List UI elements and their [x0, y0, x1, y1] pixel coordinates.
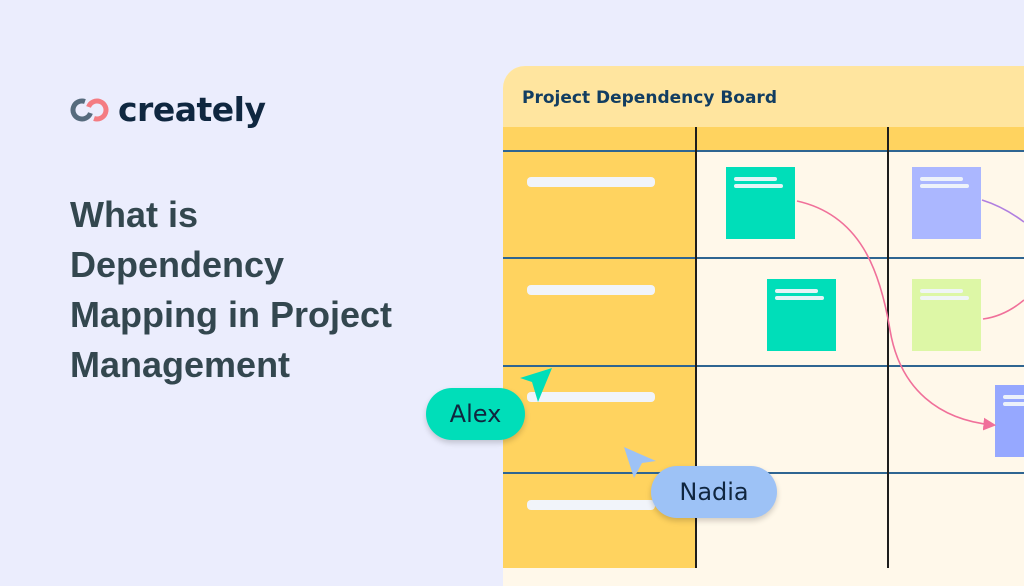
brand-name: creately: [118, 90, 266, 129]
collaborator-name: Nadia: [679, 478, 749, 506]
task-card-lime-1[interactable]: [912, 279, 981, 351]
column-divider: [695, 127, 697, 568]
board-title: Project Dependency Board: [522, 88, 777, 108]
title-line: Mapping in Project: [70, 294, 393, 335]
nadia-cursor-pointer-icon: [624, 447, 656, 478]
card-text-line: [920, 184, 969, 188]
collaborator-tag-alex: Alex: [426, 388, 525, 440]
card-text-line: [920, 296, 969, 300]
title-line: What is: [70, 194, 199, 235]
card-text-line: [734, 177, 777, 181]
card-text-line: [920, 177, 963, 181]
collaborator-tag-nadia: Nadia: [651, 466, 777, 518]
creately-logo[interactable]: creately: [70, 90, 266, 129]
card-text-line: [775, 289, 818, 293]
card-text-line: [734, 184, 783, 188]
title-line: Dependency: [70, 244, 285, 285]
collaborator-name: Alex: [449, 400, 502, 428]
page-title: What is Dependency Mapping in Project Ma…: [70, 190, 450, 390]
alex-cursor-pointer-icon: [520, 368, 552, 402]
lane-label-placeholder[interactable]: [527, 285, 655, 295]
task-card-teal-1[interactable]: [726, 167, 795, 239]
task-card-lavender-1[interactable]: [912, 167, 981, 239]
task-card-teal-2[interactable]: [767, 279, 836, 351]
column-header-band: [503, 127, 1024, 151]
card-text-line: [1003, 402, 1024, 406]
row-divider: [503, 257, 1024, 259]
lane-label-placeholder[interactable]: [527, 500, 655, 510]
row-divider: [503, 365, 1024, 367]
lane-label-placeholder[interactable]: [527, 392, 655, 402]
title-line: Management: [70, 344, 291, 385]
column-divider: [887, 127, 889, 568]
board-header: Project Dependency Board: [503, 66, 1024, 127]
card-text-line: [920, 289, 963, 293]
card-text-line: [775, 296, 824, 300]
creately-linked-rings-icon: [70, 98, 109, 121]
card-text-line: [1003, 395, 1024, 399]
row-divider: [503, 150, 1024, 152]
lane-label-placeholder[interactable]: [527, 177, 655, 187]
task-card-blue-1[interactable]: [995, 385, 1024, 457]
